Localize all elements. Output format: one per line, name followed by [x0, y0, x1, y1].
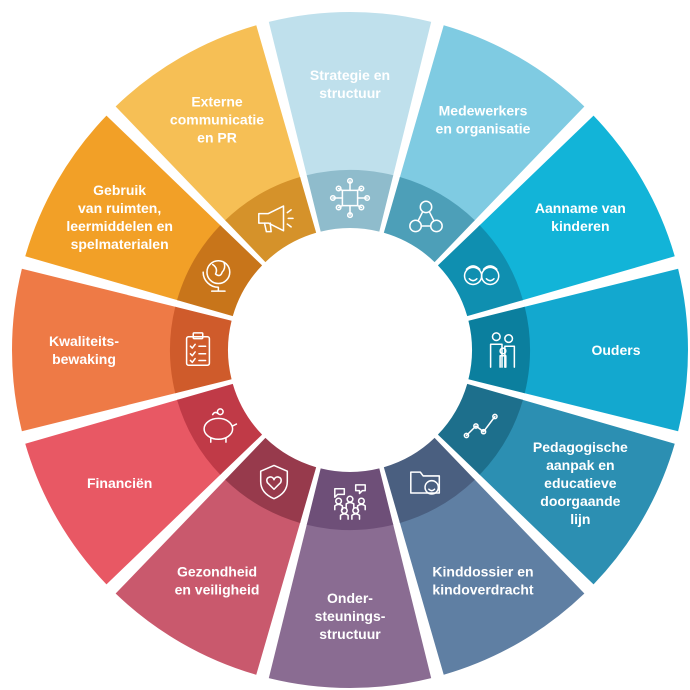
- segment-strategie-en-structuur: [268, 11, 432, 232]
- segment-outer-band: [25, 399, 222, 585]
- megaphone-icon: [258, 205, 294, 233]
- segment-outer-band: [478, 115, 675, 301]
- segment-gezondheid-en-veiligheid: [115, 437, 317, 675]
- segment-inner-band: [225, 177, 317, 263]
- shield-heart-icon: [259, 464, 289, 500]
- segment-outer-band: [522, 268, 688, 432]
- segment-outer-band: [399, 25, 585, 222]
- segment-kwaliteits-bewaking: [11, 268, 232, 432]
- segment-label: Financiën: [87, 475, 152, 491]
- segment-gebruik-van-ruimten-leermiddelen-en-spelmaterialen: [25, 115, 263, 317]
- people-network-icon: [409, 200, 443, 233]
- segment-label: Ouders: [591, 342, 640, 358]
- segment-inner-band: [225, 437, 317, 523]
- wheel-segments: [11, 11, 688, 688]
- segment-onder-steunings-structuur: [268, 468, 432, 688]
- children-faces-icon: [463, 265, 500, 286]
- segment-inner-band: [177, 225, 263, 317]
- segment-inner-band: [170, 306, 232, 394]
- family-icon: [489, 332, 516, 368]
- segment-outer-band: [25, 115, 222, 301]
- segment-externe-communicatie-en-pr: [115, 25, 317, 263]
- segment-inner-band: [306, 170, 394, 232]
- segment-outer-band: [11, 268, 178, 432]
- globe-icon: [202, 259, 231, 292]
- child-folder-icon: [410, 471, 441, 495]
- segment-outer-band: [268, 11, 432, 178]
- segment-inner-band: [383, 177, 475, 263]
- segment-medewerkers-en-organisatie: [383, 25, 585, 263]
- segment-outer-band: [115, 478, 301, 675]
- segment-label: Onder-steunings-structuur: [315, 590, 386, 642]
- segment-label: Kwaliteits-bewaking: [49, 333, 119, 367]
- segment-inner-band: [177, 383, 263, 475]
- clipboard-checklist-icon: [185, 332, 211, 366]
- segment-inner-band: [306, 468, 394, 530]
- segment-outer-band: [115, 25, 301, 222]
- support-group-icon: [334, 484, 366, 520]
- network-cube-icon: [329, 177, 371, 219]
- segment-financien: [25, 383, 263, 585]
- segment-outer-band: [399, 478, 585, 675]
- segment-outer-band: [478, 399, 675, 585]
- trend-line-icon: [463, 413, 498, 439]
- segment-inner-band: [468, 306, 530, 394]
- wheel-icons: [185, 177, 516, 520]
- segment-outer-band: [268, 522, 432, 688]
- segment-ouders: [468, 268, 688, 432]
- piggy-bank-icon: [203, 408, 238, 443]
